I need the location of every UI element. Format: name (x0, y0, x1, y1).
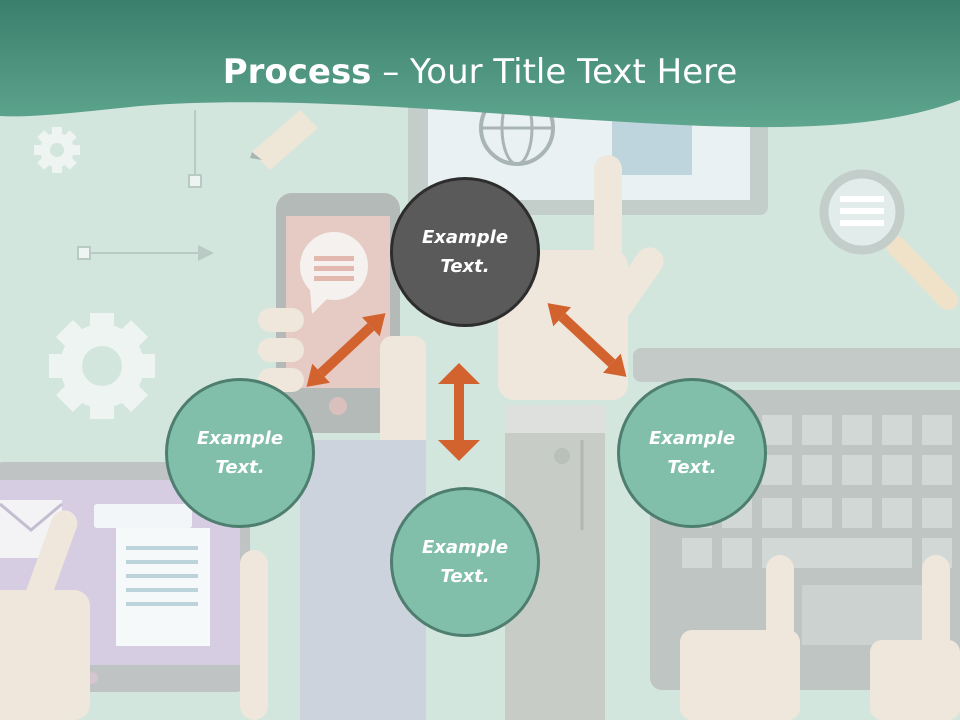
process-node-top: Example Text. (390, 177, 540, 327)
magnifier-icon (819, 169, 958, 310)
double-arrow-vertical (438, 363, 480, 461)
node-text-line2: Text. (440, 566, 490, 587)
node-text-line1: Example (421, 227, 509, 248)
gear-icon (34, 127, 80, 173)
title-banner (0, 0, 960, 128)
node-text-line2: Text. (440, 256, 490, 277)
node-text-line2: Text. (667, 457, 717, 478)
title-bold: Process (222, 52, 372, 92)
node-text-line1: Example (196, 428, 284, 449)
double-arrow-right (547, 303, 627, 377)
process-node-left: Example Text. (165, 378, 315, 528)
title-rest: – Your Title Text Here (371, 52, 738, 92)
node-text-line2: Text. (215, 457, 265, 478)
page-title: Process – Your Title Text Here (0, 52, 960, 92)
double-arrow-left (306, 313, 386, 387)
process-node-bottom: Example Text. (390, 487, 540, 637)
node-text-line1: Example (421, 537, 509, 558)
node-text-line1: Example (648, 428, 736, 449)
connector-lines (77, 110, 214, 261)
gear-icon (49, 313, 155, 419)
process-node-right: Example Text. (617, 378, 767, 528)
phone-illustration (258, 193, 426, 720)
pencil-icon (250, 110, 318, 170)
